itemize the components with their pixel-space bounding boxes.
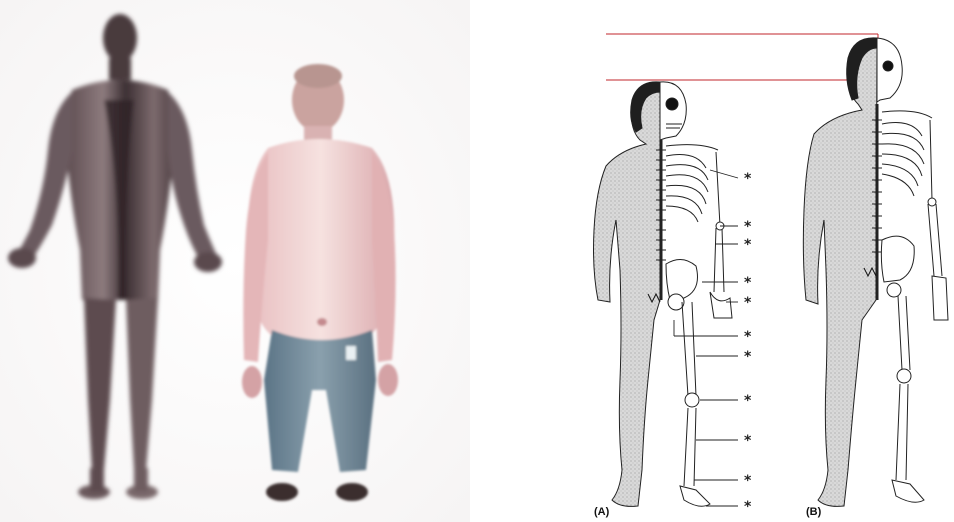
- figure-a-label: (A): [594, 506, 609, 518]
- callout-marker: *: [744, 276, 751, 290]
- callout-marker: *: [744, 238, 751, 252]
- photo-panel: [0, 0, 470, 522]
- callout-marker: *: [744, 172, 751, 186]
- photo-composite: [0, 0, 470, 522]
- callout-marker: *: [744, 474, 751, 488]
- anatomy-diagram: * * * * * * * * * * * (A) (B): [470, 0, 954, 522]
- callout-marker: *: [744, 500, 751, 514]
- anatomy-drawing: [470, 0, 954, 522]
- figure-b: [803, 38, 948, 507]
- figure-a: [594, 82, 733, 507]
- callout-marker: *: [744, 394, 751, 408]
- callout-marker: *: [744, 296, 751, 310]
- callout-marker: *: [744, 350, 751, 364]
- callout-lines: [674, 170, 738, 506]
- figure-b-label: (B): [806, 506, 821, 518]
- callout-marker: *: [744, 434, 751, 448]
- callout-marker: *: [744, 220, 751, 234]
- callout-marker: *: [744, 330, 751, 344]
